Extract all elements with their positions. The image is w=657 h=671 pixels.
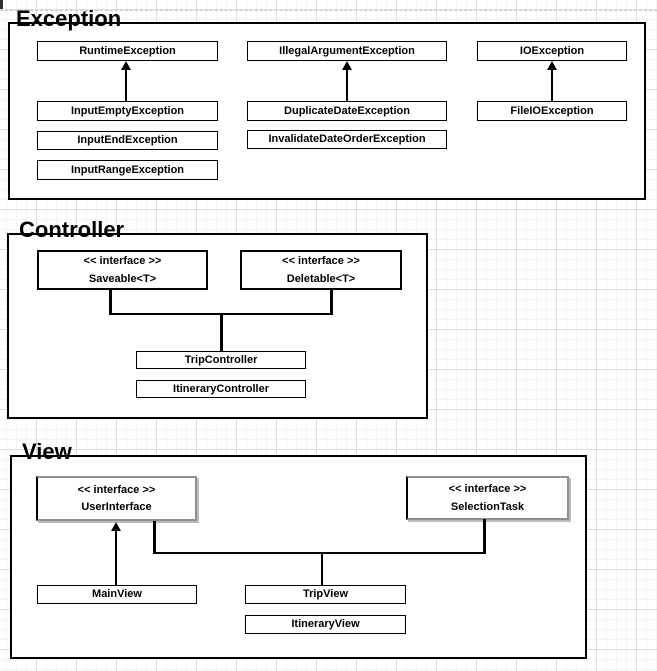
arrowhead-icon xyxy=(121,61,131,70)
connector-line[interactable] xyxy=(153,551,486,554)
connector-line[interactable] xyxy=(220,315,223,351)
class-fileioexception[interactable]: FileIOException xyxy=(477,101,627,121)
interface-name: UserInterface xyxy=(81,501,152,513)
stereotype-label: << interface >> xyxy=(77,483,156,496)
interface-saveable[interactable]: << interface >> Saveable<T> xyxy=(37,250,208,290)
arrowhead-icon xyxy=(547,61,557,70)
class-inputemptyexception[interactable]: InputEmptyException xyxy=(37,101,218,121)
inheritance-edge[interactable] xyxy=(125,69,127,101)
connector-line[interactable] xyxy=(483,519,486,554)
connector-line[interactable] xyxy=(320,554,323,585)
connector-line[interactable] xyxy=(153,521,156,554)
group-title-controller: Controller xyxy=(19,217,125,242)
connector-line[interactable] xyxy=(109,312,333,315)
class-itinerarycontroller[interactable]: ItineraryController xyxy=(136,380,306,398)
class-illegalargumentexception[interactable]: IllegalArgumentException xyxy=(247,41,447,61)
inheritance-edge[interactable] xyxy=(115,530,117,585)
connector-line[interactable] xyxy=(109,289,112,315)
interface-name: SelectionTask xyxy=(450,500,525,513)
interface-selectiontask[interactable]: << interface >> SelectionTask xyxy=(406,476,569,520)
arrowhead-icon xyxy=(342,61,352,70)
group-title-exception: Exception xyxy=(16,6,122,31)
stereotype-label: << interface >> xyxy=(282,255,360,268)
page-boundary-line xyxy=(0,10,657,11)
class-inputendexception[interactable]: InputEndException xyxy=(37,131,218,150)
class-itineraryview[interactable]: ItineraryView xyxy=(245,615,406,634)
class-tripcontroller[interactable]: TripController xyxy=(136,351,306,369)
interface-name: Deletable<T> xyxy=(286,272,356,285)
interface-userinterface[interactable]: << interface >> UserInterface xyxy=(36,476,197,521)
edge-artifact xyxy=(0,0,3,9)
group-title-view: View xyxy=(22,439,72,464)
inheritance-edge[interactable] xyxy=(346,69,348,101)
class-invalidatedateorderexception[interactable]: InvalidateDateOrderException xyxy=(247,130,447,149)
class-ioexception[interactable]: IOException xyxy=(477,41,627,61)
class-duplicatedateexception[interactable]: DuplicateDateException xyxy=(247,101,447,121)
arrowhead-icon xyxy=(111,522,121,531)
stereotype-label: << interface >> xyxy=(83,255,162,268)
stereotype-label: << interface >> xyxy=(448,483,527,496)
interface-name: Saveable<T> xyxy=(88,272,157,285)
class-runtimeexception[interactable]: RuntimeException xyxy=(37,41,218,61)
inheritance-edge[interactable] xyxy=(551,69,553,101)
class-tripview[interactable]: TripView xyxy=(245,585,406,604)
class-inputrangeexception[interactable]: InputRangeException xyxy=(37,160,218,180)
class-mainview[interactable]: MainView xyxy=(37,585,197,604)
connector-line[interactable] xyxy=(330,289,333,315)
interface-deletable[interactable]: << interface >> Deletable<T> xyxy=(240,250,402,290)
